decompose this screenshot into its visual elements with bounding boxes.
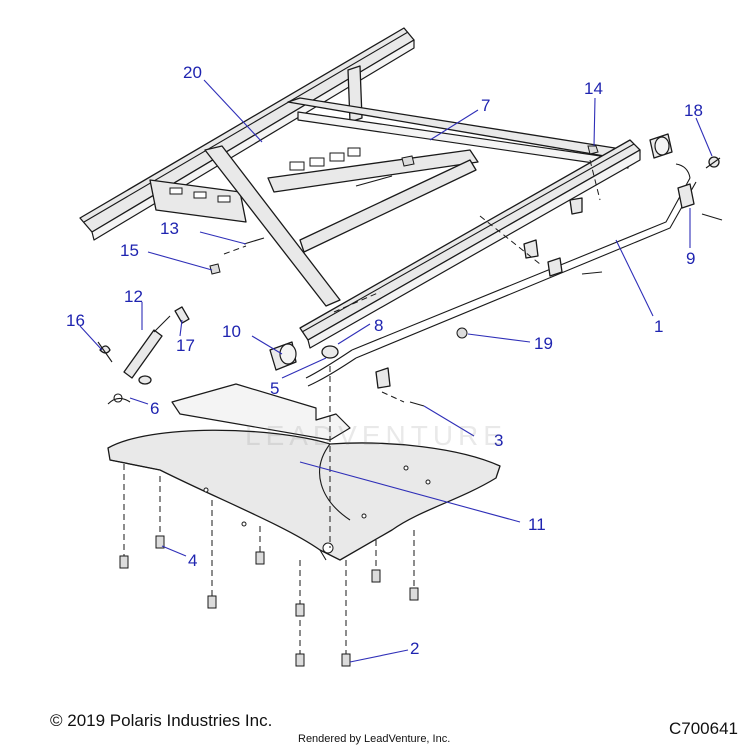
frame-rail-part-20 bbox=[79, 27, 415, 241]
callout-2: 2 bbox=[410, 639, 419, 658]
callout-15: 15 bbox=[120, 241, 139, 260]
callout-10: 10 bbox=[222, 322, 241, 341]
nut-part-19 bbox=[456, 327, 468, 339]
nut-part-14 bbox=[587, 145, 599, 155]
callout-19: 19 bbox=[534, 334, 553, 353]
callout-14: 14 bbox=[584, 79, 603, 98]
callout-18: 18 bbox=[684, 101, 703, 120]
bolts-part-2-4 bbox=[119, 535, 419, 667]
callout-11: 11 bbox=[528, 515, 546, 534]
skid-plate-part-11 bbox=[107, 383, 501, 561]
main-frame-part-7 bbox=[204, 97, 641, 349]
small-parts bbox=[209, 155, 723, 407]
callout-1: 1 bbox=[654, 317, 663, 336]
callout-16: 16 bbox=[66, 311, 85, 330]
strut-part-12 bbox=[97, 306, 190, 405]
callout-labels: 20 7 14 18 9 1 19 8 10 5 3 11 12 16 17 6… bbox=[66, 63, 703, 658]
callout-leaders bbox=[79, 79, 713, 663]
link-part-18 bbox=[705, 156, 721, 169]
callout-6: 6 bbox=[150, 399, 159, 418]
drawing-code: C700641 bbox=[668, 719, 738, 738]
callout-5: 5 bbox=[270, 379, 279, 398]
callout-3: 3 bbox=[494, 431, 503, 450]
callout-7: 7 bbox=[481, 96, 490, 115]
callout-20: 20 bbox=[183, 63, 202, 82]
callout-4: 4 bbox=[188, 551, 197, 570]
rendered-by-credit: Rendered by LeadVenture, Inc. bbox=[298, 733, 451, 745]
sway-bar-part-1 bbox=[305, 163, 697, 387]
leadventure-watermark: LEADVENTURE bbox=[245, 420, 507, 451]
bushing-part-8 bbox=[321, 345, 339, 359]
clamp-part-9 bbox=[677, 183, 695, 209]
bushing-upper-right bbox=[649, 133, 673, 159]
callout-13: 13 bbox=[160, 219, 179, 238]
callout-17: 17 bbox=[176, 336, 195, 355]
copyright-notice: © 2019 Polaris Industries Inc. bbox=[50, 711, 273, 730]
bushing-part-10 bbox=[269, 341, 297, 371]
callout-12: 12 bbox=[124, 287, 143, 306]
callout-9: 9 bbox=[686, 249, 695, 268]
callout-8: 8 bbox=[374, 316, 383, 335]
